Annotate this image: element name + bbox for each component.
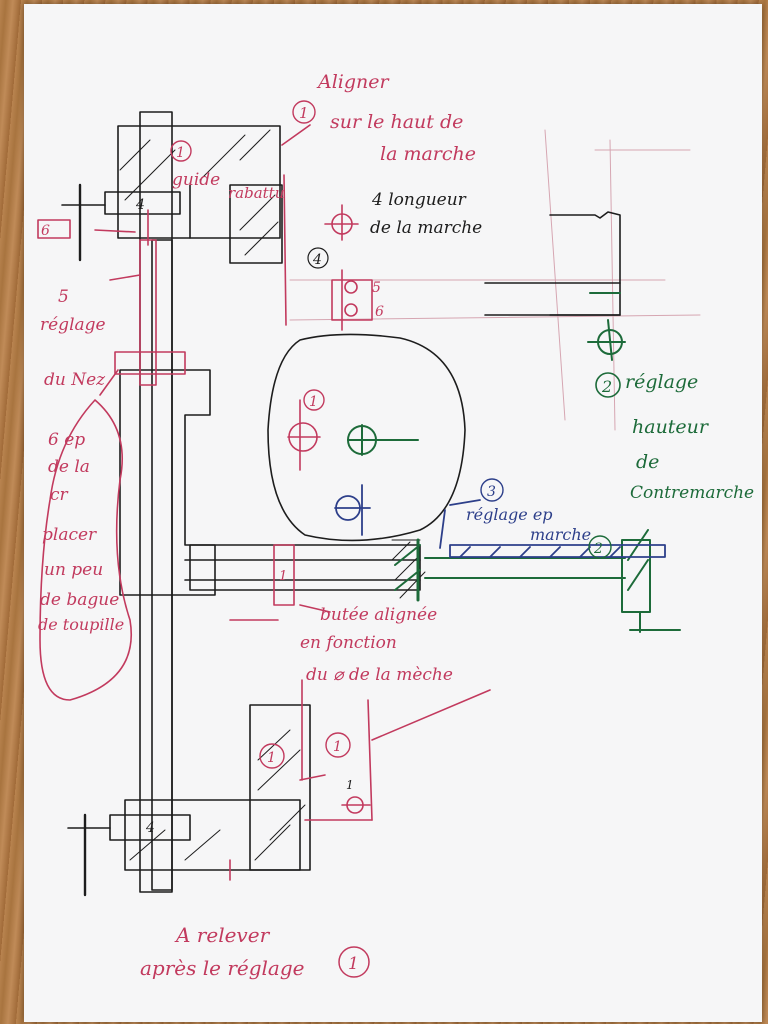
lower-circle-c: 1 (346, 778, 354, 792)
rabattu-label: rabattu (228, 184, 284, 202)
label-4-circle: 4 (312, 252, 322, 268)
label-1-stop: 1 (279, 569, 287, 584)
label-4-bottom: 4 (145, 820, 155, 836)
n1-line1: Aligner (316, 71, 391, 93)
blue-markings (334, 484, 666, 558)
hauteur-circle-shape (595, 372, 621, 398)
ep-marche-2: marche (530, 525, 591, 544)
lower-circle-b: 1 (333, 739, 342, 755)
n1-line3: la marche (380, 143, 476, 165)
guide-circle-shape (170, 140, 192, 162)
ep-marche-1: réglage ep (466, 505, 553, 524)
hauteur-2: hauteur (632, 416, 710, 438)
hauteur-1: réglage (625, 371, 698, 393)
relever-2: après le réglage (140, 956, 305, 980)
ep-5: un peu (44, 560, 103, 580)
ep-1: 6 ep (48, 430, 85, 450)
guide-label: guide (172, 170, 220, 190)
hauteur-3: de (636, 451, 659, 473)
relever-circle-shape (338, 946, 370, 978)
reglage-nez-2: réglage (40, 315, 106, 335)
relever-1: A relever (174, 923, 271, 947)
clamps (61, 183, 191, 897)
butee-3: du ⌀ de la mèche (306, 665, 453, 685)
longueur-2: de la marche (370, 218, 482, 238)
relever-circle: 1 (348, 954, 359, 974)
ep-7: de toupille (38, 615, 124, 634)
hatching (119, 129, 426, 861)
reglage-nez-1: 5 (58, 287, 69, 307)
main-column (117, 111, 621, 893)
guide-circle: 1 (176, 145, 185, 161)
label-4-top: 4 (135, 197, 145, 213)
n1-line2: sur le haut de (330, 111, 463, 133)
label-5: 5 (372, 280, 381, 296)
ep-marche-circle-shape (480, 478, 504, 502)
circle-4-shape (307, 247, 329, 269)
label-6-box: 6 (41, 223, 50, 239)
longueur-1: 4 longueur (371, 190, 467, 210)
ep-3: cr (50, 485, 69, 505)
lower-circle-b-shape (325, 732, 351, 758)
label-2-green: 2 (593, 541, 603, 557)
paper-sheet (24, 4, 762, 1022)
hauteur-4: Contremarche (630, 483, 754, 503)
red-markings (37, 124, 491, 881)
ep-marche-circle: 3 (487, 484, 496, 500)
lower-circle-a: 1 (267, 750, 276, 766)
butee-2: en fonction (300, 633, 397, 653)
hauteur-circle: 2 (601, 377, 612, 396)
ep-6: de bague (40, 590, 119, 610)
label-6: 6 (375, 304, 384, 320)
reglage-nez-3: du Nez (44, 370, 106, 390)
circle-label: 1 (309, 394, 318, 410)
butee-1: butée alignée (320, 605, 437, 625)
note-circle (292, 100, 316, 124)
green-markings (347, 292, 681, 633)
lower-circle-a-shape (259, 743, 285, 769)
circle-label-shape (303, 389, 325, 411)
green-2-shape (588, 535, 612, 559)
ep-4: placer (42, 525, 97, 545)
ep-2: de la (48, 457, 90, 477)
n1-circle: 1 (299, 104, 309, 122)
